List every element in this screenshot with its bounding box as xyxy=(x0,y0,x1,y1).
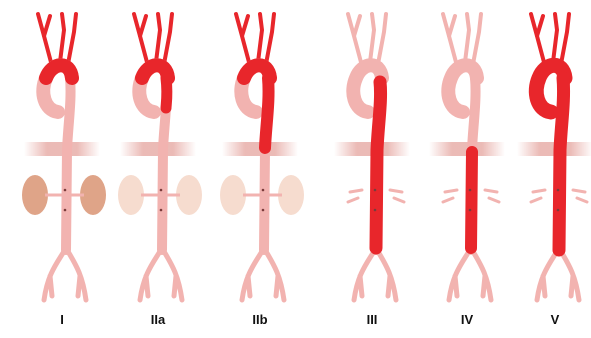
aorta-figure-v xyxy=(517,14,591,300)
diseased-descending-segment xyxy=(265,78,269,148)
aorta-figure-iia xyxy=(118,14,202,300)
type-label-v: V xyxy=(525,312,585,327)
iliac-arteries xyxy=(354,248,396,300)
marker-dot xyxy=(469,189,472,192)
aorta-figure-iib xyxy=(220,14,304,300)
marker-dot xyxy=(64,209,67,212)
left-kidney xyxy=(118,175,144,215)
marker-dot xyxy=(557,209,560,212)
aorta-figure-i xyxy=(22,14,106,300)
marker-dot xyxy=(160,209,163,212)
head-vessels xyxy=(443,14,481,66)
diseased-arch-segment xyxy=(46,65,72,78)
marker-dot xyxy=(160,189,163,192)
marker-dot xyxy=(64,189,67,192)
left-kidney xyxy=(22,175,48,215)
diseased-abdominal-segment xyxy=(471,152,472,248)
marker-dot xyxy=(469,209,472,212)
type-label-iia: IIa xyxy=(128,312,188,327)
type-label-iib: IIb xyxy=(230,312,290,327)
head-vessels xyxy=(348,14,386,66)
type-label-iv: IV xyxy=(437,312,497,327)
marker-dot xyxy=(262,209,265,212)
diseased-descending-segment xyxy=(166,78,167,108)
head-vessels xyxy=(38,14,76,66)
iliac-arteries xyxy=(44,248,86,300)
iliac-arteries xyxy=(449,248,491,300)
descending-aorta xyxy=(66,78,71,250)
head-vessels xyxy=(134,14,172,66)
type-label-i: I xyxy=(32,312,92,327)
aorta-figure-iv xyxy=(429,14,505,300)
marker-dot xyxy=(374,209,377,212)
marker-dot xyxy=(557,189,560,192)
diseased-descending-segment xyxy=(376,82,381,248)
head-vessels xyxy=(236,14,274,66)
marker-dot xyxy=(374,189,377,192)
iliac-arteries xyxy=(140,248,182,300)
type-label-iii: III xyxy=(342,312,402,327)
left-kidney xyxy=(220,175,246,215)
iliac-arteries xyxy=(242,248,284,300)
marker-dot xyxy=(262,189,265,192)
aorta-figure-iii xyxy=(334,14,410,300)
diseased-descending-segment xyxy=(559,78,564,250)
